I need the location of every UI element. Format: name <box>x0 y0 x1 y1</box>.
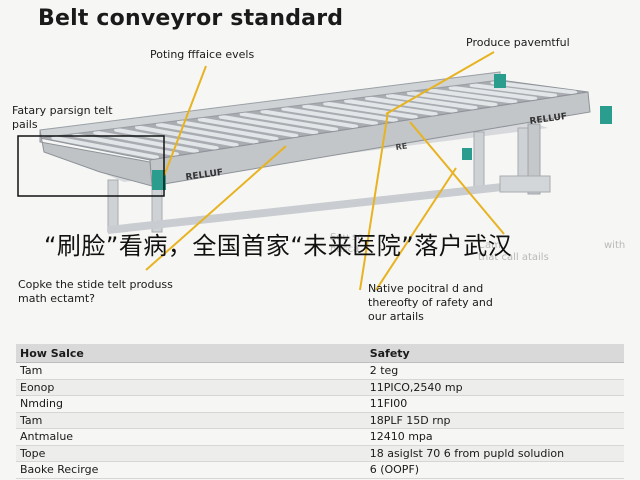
roller <box>344 98 438 117</box>
table-cell: Baoke Recirge <box>20 463 99 477</box>
leader-top-left <box>163 65 207 177</box>
ghost-callout-center: Sou sc hasca <box>330 232 363 256</box>
roller <box>176 119 279 141</box>
ghost-center-line2: hasca <box>330 244 360 255</box>
table-cell: 2 teg <box>369 364 399 378</box>
roller <box>386 93 478 110</box>
roller <box>469 82 558 98</box>
leader-bottom-left <box>145 145 287 271</box>
table-cell: Tope <box>20 446 46 460</box>
callout-left: Fatary parsign telt pails <box>12 104 113 132</box>
roller <box>365 96 458 114</box>
teal-bracket-right <box>600 106 612 124</box>
ghost-callout-right: Cam that call atails <box>478 240 549 264</box>
roller <box>427 88 518 104</box>
table-header-cell: How Salce <box>20 346 84 360</box>
table-cell: 6 (OOPF) <box>369 463 420 477</box>
leader-bottom-center-b <box>375 167 457 291</box>
callout-bottom-center: Native pocitral d and thereofty of rafet… <box>368 282 493 324</box>
table-header-cell: Safety <box>369 346 410 360</box>
roller <box>114 127 219 151</box>
table-row: Nmding 11FI00 <box>16 396 624 413</box>
roller <box>448 85 538 101</box>
callout-left-line1: Fatary parsign telt <box>12 104 113 117</box>
table-row: Tope 18 asiglst 70 6 from pupld soludion <box>16 445 624 462</box>
leader-top-right <box>385 51 495 115</box>
roller <box>51 135 159 160</box>
highlight-box <box>17 135 165 197</box>
table-cell: Tam <box>20 413 43 427</box>
teal-bracket-left <box>152 170 166 190</box>
table-row: Tam 2 teg <box>16 363 624 380</box>
roller <box>218 114 319 135</box>
callout-bottom-center-line2: thereofty of rafety and <box>368 296 493 309</box>
teal-bracket-top <box>494 74 506 88</box>
roller <box>72 133 179 157</box>
leader-bottom-center-a <box>359 111 389 291</box>
table-cell: Tam <box>20 364 43 378</box>
table-cell: Nmding <box>20 397 63 411</box>
callout-bottom-left-line2: math ectamt? <box>18 292 95 305</box>
page-title: Belt conveyror standard <box>38 6 344 31</box>
table-row: Antmalue 12410 mpa <box>16 429 624 446</box>
callout-bottom-left: Copke the stide telt produss math ectamt… <box>18 278 173 306</box>
ghost-right-line1: Cam <box>478 240 501 251</box>
ghost-right-suffix: with <box>604 240 626 251</box>
table-cell: 12410 mpa <box>369 430 433 444</box>
table-row: Baoke Recirge 6 (OOPF) <box>16 462 624 479</box>
roller <box>135 125 239 148</box>
overlay-caption: “刷脸”看病，全国首家“未来医院”落户武汉 <box>44 232 513 260</box>
table-cell: 11PICO,2540 mp <box>369 380 463 394</box>
teal-bracket-mid <box>462 148 472 160</box>
callout-bottom-center-line3: our artails <box>368 310 424 323</box>
ghost-right-line2: that call atails <box>478 252 549 263</box>
leader-lines <box>145 51 505 291</box>
roller <box>406 90 498 107</box>
roller <box>156 122 259 144</box>
callout-left-line2: pails <box>12 118 38 131</box>
table-cell: 11FI00 <box>369 397 408 411</box>
table-cell: Eonop <box>20 380 55 394</box>
table-cell: Antmalue <box>20 430 74 444</box>
roller <box>490 80 578 95</box>
table-cell: 18PLF 15D rnp <box>369 413 451 427</box>
roller <box>260 109 359 129</box>
table-row: Eonop 11PICO,2540 mp <box>16 379 624 396</box>
conveyor-diagram: RELLUF RELLUF RE <box>17 51 612 291</box>
ghost-center-line1: Sou sc <box>330 232 363 243</box>
table-header-row: How Salce Safety <box>16 344 624 363</box>
callout-bottom-center-line1: Native pocitral d and <box>368 282 484 295</box>
brand-label-center: RE <box>395 141 408 152</box>
callout-top-right: Produce pavemtful <box>466 36 570 49</box>
callout-top-left: Poting fffaice evels <box>150 48 255 61</box>
callout-bottom-left-line1: Copke the stide telt produss <box>18 278 173 291</box>
table-row: Tam 18PLF 15D rnp <box>16 412 624 429</box>
roller <box>239 111 339 132</box>
roller <box>302 104 398 123</box>
roller <box>281 106 378 126</box>
table-cell: 18 asiglst 70 6 from pupld soludion <box>369 446 565 460</box>
roller <box>197 117 299 138</box>
leader-right <box>409 121 505 235</box>
roller <box>323 101 418 120</box>
spec-table: How Salce Safety Tam 2 teg Eonop 11PICO,… <box>16 344 624 479</box>
